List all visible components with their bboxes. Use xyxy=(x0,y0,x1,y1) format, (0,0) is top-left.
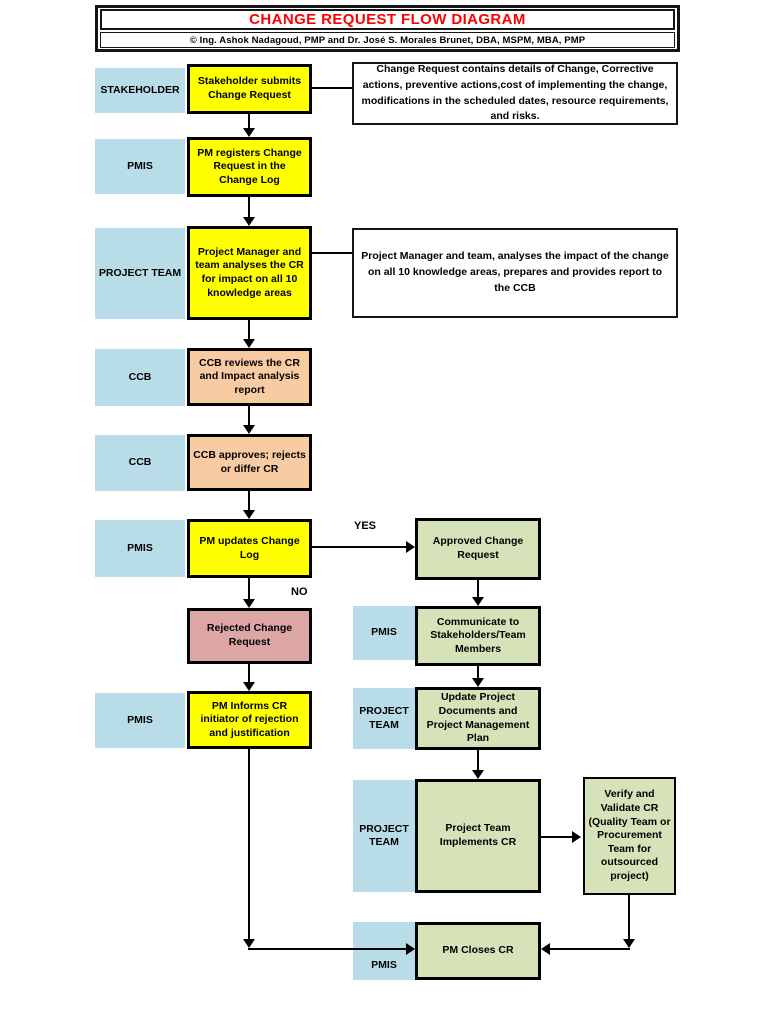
flow-box-ccb-reviews: CCB reviews the CR and Impact analysis r… xyxy=(187,348,312,406)
lane-label-pmis-communicate: PMIS xyxy=(353,606,415,660)
note-connector-line xyxy=(312,87,352,89)
flow-box-update-change-log: PM updates Change Log xyxy=(187,519,312,578)
arrow-line-verify-path xyxy=(550,948,630,950)
arrow-line xyxy=(477,666,479,678)
arrow-line xyxy=(541,836,572,838)
lane-label-pmis-update: PMIS xyxy=(95,520,185,577)
arrowhead-down xyxy=(472,678,484,687)
decision-label-yes: YES xyxy=(354,520,377,532)
flow-box-submit-change-request: Stakeholder submits Change Request xyxy=(187,64,312,114)
arrow-line xyxy=(248,197,250,217)
arrowhead-down xyxy=(472,770,484,779)
arrowhead-down xyxy=(243,339,255,348)
lane-label-project-team-implement: PROJECT TEAM xyxy=(353,780,415,892)
lane-label-project-team-analyse: PROJECT TEAM xyxy=(95,228,185,319)
arrowhead-down xyxy=(243,599,255,608)
note-change-request-details: Change Request contains details of Chang… xyxy=(352,62,678,125)
arrow-line xyxy=(477,750,479,770)
arrow-line-reject-path xyxy=(248,749,250,939)
flow-box-verify-validate-cr: Verify and Validate CR (Quality Team or … xyxy=(583,777,676,895)
flow-box-register-change-log: PM registers Change Request in the Chang… xyxy=(187,137,312,197)
arrowhead-left xyxy=(541,943,550,955)
lane-label-ccb-approve: CCB xyxy=(95,435,185,491)
decision-label-no: NO xyxy=(291,586,308,598)
credit-line: © Ing. Ashok Nadagoud, PMP and Dr. José … xyxy=(100,32,675,48)
arrowhead-down xyxy=(243,939,255,948)
arrow-line xyxy=(248,320,250,339)
flow-box-approved-change-request: Approved Change Request xyxy=(415,518,541,580)
arrowhead-right xyxy=(406,541,415,553)
arrow-line-no-branch xyxy=(248,578,250,599)
flow-box-communicate-stakeholders: Communicate to Stakeholders/Team Members xyxy=(415,606,541,666)
arrow-line xyxy=(248,114,250,128)
arrowhead-right xyxy=(406,943,415,955)
arrowhead-down xyxy=(243,217,255,226)
arrow-line xyxy=(248,664,250,682)
flow-box-update-project-documents: Update Project Documents and Project Man… xyxy=(415,687,541,750)
lane-label-pmis-close: PMIS xyxy=(353,922,415,980)
arrow-line xyxy=(248,406,250,425)
flow-box-implement-cr: Project Team Implements CR xyxy=(415,779,541,893)
page-title: CHANGE REQUEST FLOW DIAGRAM xyxy=(100,9,675,30)
note-connector-line xyxy=(312,252,352,254)
note-impact-analysis: Project Manager and team, analyses the i… xyxy=(352,228,678,318)
arrow-line xyxy=(248,491,250,510)
flow-box-ccb-approves: CCB approves; rejects or differ CR xyxy=(187,434,312,491)
arrowhead-down xyxy=(623,939,635,948)
title-block: CHANGE REQUEST FLOW DIAGRAM © Ing. Ashok… xyxy=(95,5,680,52)
flow-box-inform-cr-initiator: PM Informs CR initiator of rejection and… xyxy=(187,691,312,749)
arrowhead-down xyxy=(243,510,255,519)
arrow-line xyxy=(477,580,479,597)
flow-box-rejected-change-request: Rejected Change Request xyxy=(187,608,312,664)
lane-label-project-team-update: PROJECT TEAM xyxy=(353,688,415,749)
arrowhead-down xyxy=(243,128,255,137)
arrow-line-yes-branch xyxy=(312,546,406,548)
lane-label-stakeholder: STAKEHOLDER xyxy=(95,68,185,113)
lane-label-pmis-inform: PMIS xyxy=(95,693,185,748)
arrowhead-down xyxy=(243,425,255,434)
flow-box-analyse-impact: Project Manager and team analyses the CR… xyxy=(187,226,312,320)
lane-label-ccb-review: CCB xyxy=(95,349,185,406)
lane-label-pmis-register: PMIS xyxy=(95,139,185,194)
arrow-line-reject-path xyxy=(248,948,406,950)
arrow-line-verify-path xyxy=(628,895,630,939)
arrowhead-down xyxy=(243,682,255,691)
flow-box-pm-closes-cr: PM Closes CR xyxy=(415,922,541,980)
arrowhead-right xyxy=(572,831,581,843)
arrowhead-down xyxy=(472,597,484,606)
